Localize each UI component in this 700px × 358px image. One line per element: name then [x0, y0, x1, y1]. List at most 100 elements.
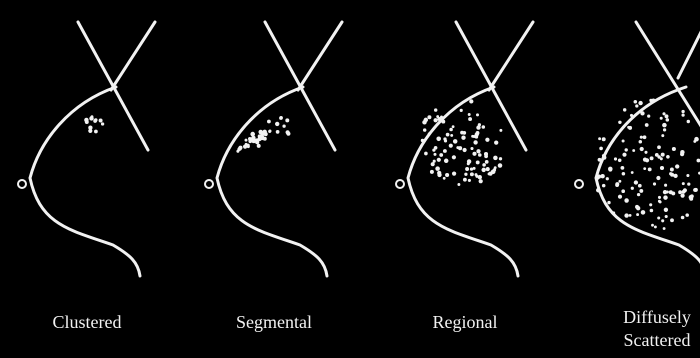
calcification-dot [437, 173, 441, 177]
calcification-dot [478, 153, 482, 157]
calcification-dot [443, 177, 446, 180]
calcification-dot [657, 145, 661, 149]
calcification-dot [470, 172, 474, 176]
calcification-dot [673, 174, 677, 178]
calcification-dot [479, 179, 483, 183]
calcification-dot [663, 190, 667, 194]
nipple-icon [18, 180, 26, 188]
calcification-dot [450, 134, 453, 137]
calcification-dot [468, 113, 471, 116]
calcification-dot [446, 133, 450, 137]
calcification-dot [693, 140, 696, 143]
chest-line-right [111, 22, 155, 90]
calcification-dot [488, 171, 492, 175]
calcification-dot [680, 193, 684, 197]
panel-regional: Regional [396, 22, 533, 332]
calcification-dot [689, 197, 693, 201]
calcification-dot [440, 115, 443, 118]
calcification-dot [467, 162, 470, 165]
calcification-dot [615, 182, 619, 186]
calcification-dot [634, 180, 638, 184]
calcification-dot [486, 167, 490, 171]
calcification-dot [481, 168, 485, 172]
calcification-dot [622, 153, 626, 157]
calcification-dot [93, 119, 97, 123]
calcification-dot [434, 108, 437, 111]
calcification-dot [666, 155, 670, 159]
calcification-dot [624, 198, 628, 202]
breast-outline [408, 87, 518, 276]
calcification-dot [638, 101, 642, 105]
calcification-dot [614, 157, 617, 160]
calcification-dot [685, 213, 689, 217]
calcification-dot [665, 215, 668, 218]
calcification-dot [485, 138, 489, 142]
calcification-dot [694, 188, 698, 192]
calcification-dot [681, 216, 685, 220]
calcification-dot [470, 167, 473, 170]
calcification-dot [664, 208, 668, 212]
calcification-dot [660, 117, 663, 120]
calcification-dot [264, 132, 268, 136]
panel-label-clustered: Clustered [53, 312, 122, 332]
calcification-dot [670, 168, 674, 172]
calcification-dot [494, 166, 497, 169]
chest-line-right [489, 22, 533, 90]
calcification-dot [424, 152, 428, 156]
calcification-dot [449, 128, 453, 132]
calcification-dot [471, 135, 474, 138]
calcification-dot [602, 184, 606, 188]
calcification-dot [449, 144, 453, 148]
calcification-dot [476, 125, 480, 129]
calcification-dot [465, 167, 469, 171]
calcification-dot [618, 180, 621, 183]
calcification-dot [89, 116, 93, 120]
calcification-dot [645, 123, 649, 127]
calcification-dot [641, 210, 646, 215]
calcification-dot [443, 149, 447, 153]
calcification-dot [650, 156, 654, 160]
calcification-dot [661, 219, 664, 222]
calcification-dot [427, 115, 431, 119]
chest-line-right [298, 22, 342, 90]
calcification-dot [434, 146, 438, 150]
calcification-dot [660, 157, 663, 160]
calcification-dot [282, 125, 285, 128]
calcification-dot [625, 148, 628, 151]
calcification-dot [660, 166, 664, 170]
calcification-dot [622, 139, 625, 142]
calcification-dot [94, 130, 98, 134]
calcification-dot [439, 153, 443, 157]
calcification-dot [645, 158, 649, 162]
calcification-dot [433, 118, 437, 122]
calcification-dot [640, 147, 644, 151]
calcification-dot [672, 147, 676, 151]
panel-label-segmental: Segmental [236, 312, 312, 332]
panel-clustered: Clustered [18, 22, 155, 332]
calcification-dot [478, 175, 482, 179]
calcification-dot [670, 173, 674, 177]
calcification-dot [421, 139, 424, 142]
calcification-dot [482, 163, 486, 167]
panel-label-scattered: Scattered [624, 330, 691, 350]
calcification-dot [661, 153, 665, 157]
panel-label-regional: Regional [433, 312, 498, 332]
calcification-dot [624, 213, 628, 217]
calcification-dot [245, 139, 248, 142]
calcification-dot [661, 134, 664, 137]
calcification-dot [669, 190, 673, 194]
calcification-dot [681, 110, 684, 113]
chest-line-left [636, 22, 700, 150]
calcification-dot [637, 193, 640, 196]
calcification-dot [452, 155, 456, 159]
calcification-dot [632, 149, 635, 152]
calcification-dot [276, 130, 280, 134]
calcification-dot [638, 184, 642, 188]
calcification-dot [595, 176, 599, 180]
calcification-dot [464, 173, 467, 176]
calcification-dot [468, 179, 471, 182]
calcification-dot [476, 113, 479, 116]
calcification-dot [655, 153, 659, 157]
calcification-dot [268, 130, 271, 133]
calcification-dot [602, 155, 606, 159]
